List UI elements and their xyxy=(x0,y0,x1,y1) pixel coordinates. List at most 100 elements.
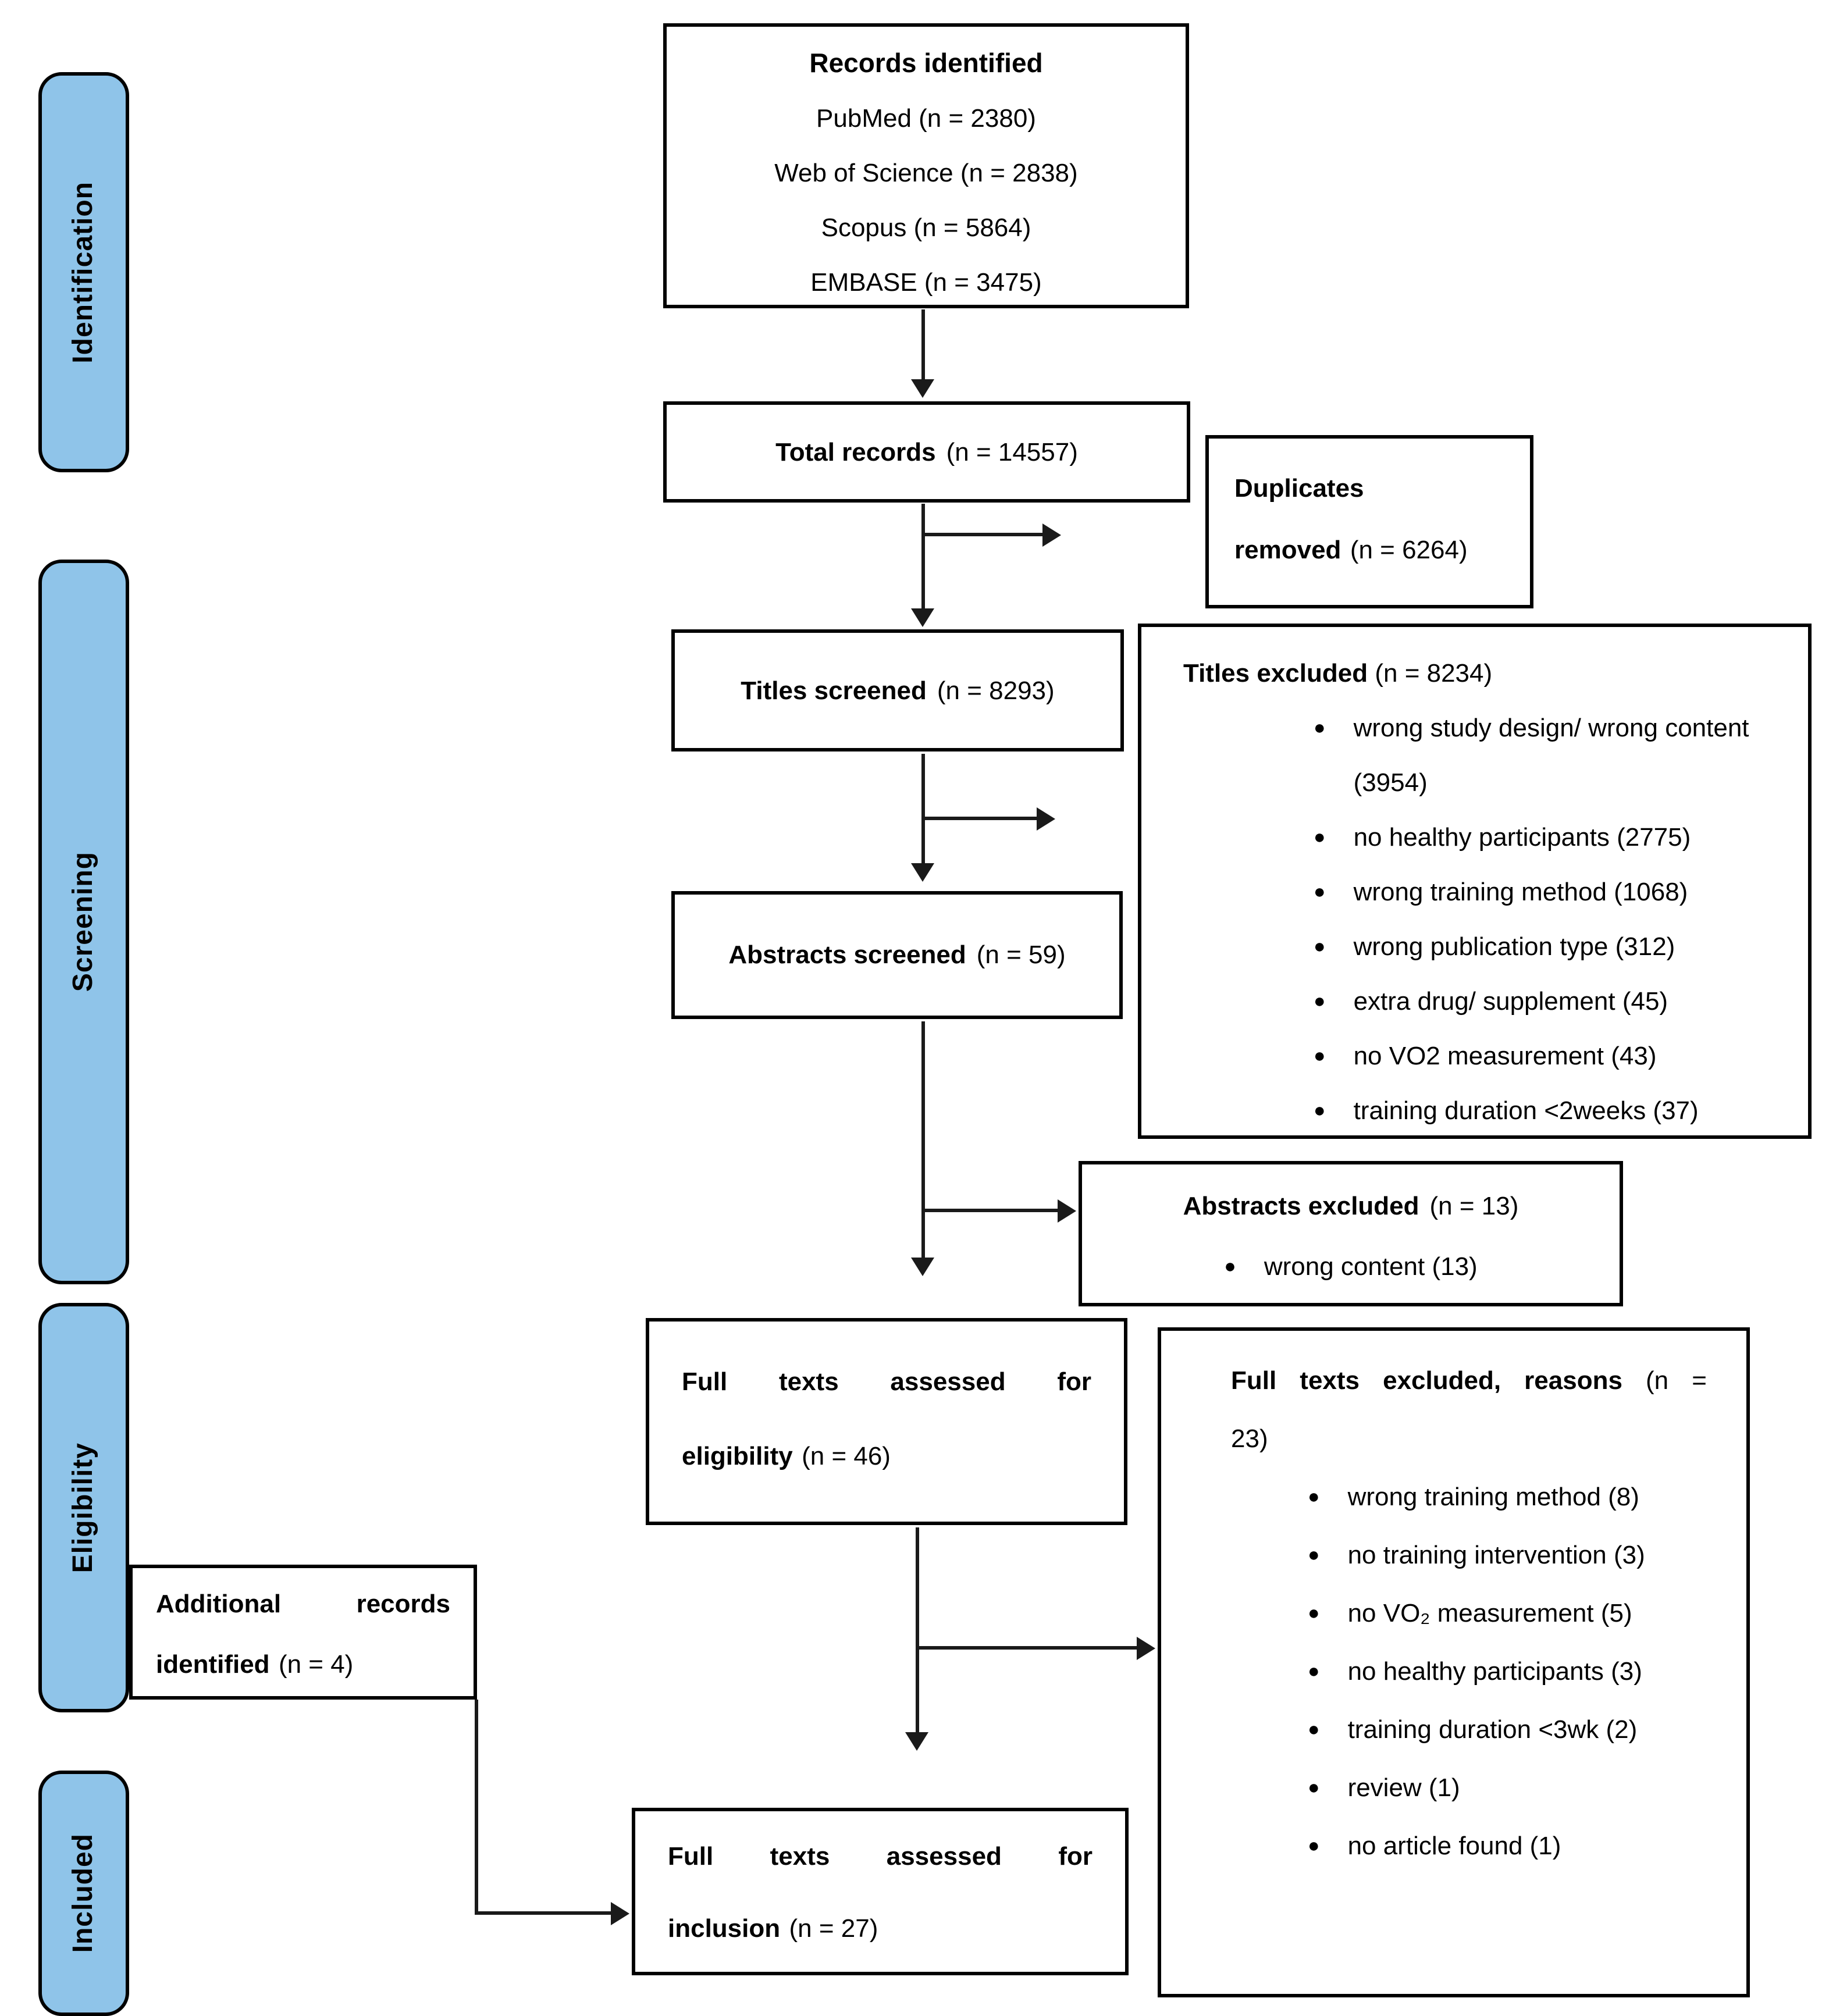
stage-eligibility: Eligibility xyxy=(38,1303,129,1712)
arrow-line xyxy=(921,533,1044,536)
arrow-line xyxy=(475,1911,613,1915)
exclusion-reason-item: ● review (1) xyxy=(1308,1759,1681,1817)
arrow-line xyxy=(921,504,925,611)
box-title-line2: 23) xyxy=(1231,1424,1268,1453)
exclusion-reason-item: ● no article found (1) xyxy=(1308,1817,1681,1875)
stage-label: Screening xyxy=(67,852,99,992)
exclusion-reason-text: review (1) xyxy=(1347,1773,1460,1802)
box-title-line2: identified(n = 4) xyxy=(156,1650,354,1679)
exclusion-reason-text: extra drug/ supplement (45) xyxy=(1353,986,1668,1016)
source-line: Web of Science (n = 2838) xyxy=(774,158,1078,187)
exclusion-reason-text: no VO2 measurement (43) xyxy=(1353,1041,1657,1070)
box-fulltexts-eligibility: Full texts assessed for eligibility(n = … xyxy=(646,1318,1127,1525)
exclusion-reason-item: ● training duration <2weeks (37) xyxy=(1314,1083,1778,1138)
exclusion-reason-item: ● no VO2 measurement (43) xyxy=(1314,1028,1778,1083)
box-title: Records identified xyxy=(809,48,1043,78)
exclusion-reason-text: no healthy participants (3) xyxy=(1347,1657,1642,1686)
box-title-line1: Additional records xyxy=(156,1589,450,1618)
arrow-down-icon xyxy=(911,1258,934,1276)
bullet-icon: ● xyxy=(1314,881,1326,903)
arrow-line xyxy=(921,1209,1060,1212)
arrow-right-icon xyxy=(1042,523,1061,547)
exclusion-reason-text: wrong content (13) xyxy=(1264,1252,1478,1281)
box-total-records: Total records (n = 14557) xyxy=(663,401,1190,503)
exclusion-reason-text: wrong publication type (312) xyxy=(1353,932,1675,961)
box-title-line2: eligibility(n = 46) xyxy=(682,1441,891,1470)
box-title: Total records (n = 14557) xyxy=(775,437,1078,466)
arrow-right-icon xyxy=(1058,1199,1076,1223)
exclusion-reason-item: ● wrong publication type (312) xyxy=(1314,919,1778,974)
exclusion-reason-item: ● no training intervention (3) xyxy=(1308,1526,1681,1584)
exclusion-reason-item: ● extra drug/ supplement (45) xyxy=(1314,974,1778,1028)
exclusion-reason-list: ● wrong content (13) xyxy=(1082,1237,1620,1297)
box-title-line1: Full texts assessed for xyxy=(682,1367,1091,1396)
exclusion-reason-text: training duration <3wk (2) xyxy=(1347,1715,1638,1744)
bullet-icon: ● xyxy=(1308,1660,1320,1682)
arrow-line xyxy=(916,1646,1139,1650)
arrow-down-icon xyxy=(905,1732,928,1751)
bullet-icon: ● xyxy=(1314,990,1326,1012)
exclusion-reason-item: ● no VO₂ measurement (5) xyxy=(1308,1584,1681,1643)
bullet-icon: ● xyxy=(1314,1099,1326,1121)
box-title-line2: removed(n = 6264) xyxy=(1234,535,1468,564)
stage-label: Identification xyxy=(67,181,99,364)
arrow-down-icon xyxy=(911,863,934,882)
stage-label: Included xyxy=(67,1833,99,1953)
arrow-right-icon xyxy=(1137,1637,1155,1660)
stage-label: Eligibility xyxy=(67,1442,99,1573)
exclusion-reason-item: ● wrong training method (1068) xyxy=(1314,864,1778,919)
box-title-line1: Full texts assessed for xyxy=(668,1842,1093,1871)
box-abstracts-excluded: Abstracts excluded (n = 13) ● wrong cont… xyxy=(1079,1161,1623,1306)
bullet-icon: ● xyxy=(1314,935,1326,957)
bullet-icon: ● xyxy=(1308,1835,1320,1857)
exclusion-reason-item: ● wrong training method (8) xyxy=(1308,1468,1681,1526)
arrow-right-icon xyxy=(611,1902,629,1925)
arrow-right-icon xyxy=(1037,807,1055,831)
box-title-line1: Duplicates xyxy=(1234,473,1364,503)
exclusion-reason-item: ● training duration <3wk (2) xyxy=(1308,1701,1681,1759)
box-title-line2: inclusion(n = 27) xyxy=(668,1914,878,1943)
exclusion-reason-item: ● wrong content (13) xyxy=(1082,1237,1620,1297)
exclusion-reason-item: ● wrong study design/ wrong content (395… xyxy=(1314,700,1778,810)
exclusion-reason-text: wrong training method (8) xyxy=(1347,1482,1639,1511)
arrow-line xyxy=(921,309,925,382)
bullet-icon: ● xyxy=(1308,1486,1320,1508)
box-title: Titles screened (n = 8293) xyxy=(741,675,1055,704)
box-title: Abstracts excluded (n = 13) xyxy=(1183,1191,1519,1220)
exclusion-reason-text: no healthy participants (2775) xyxy=(1353,822,1691,852)
arrow-down-icon xyxy=(911,379,934,398)
bullet-icon: ● xyxy=(1308,1718,1320,1740)
source-line: PubMed (n = 2380) xyxy=(816,104,1036,133)
source-line: EMBASE (n = 3475) xyxy=(810,268,1042,297)
exclusion-reason-text: wrong training method (1068) xyxy=(1353,877,1688,906)
exclusion-reason-list: ● wrong training method (8) ● no trainin… xyxy=(1308,1468,1681,1875)
box-title: Abstracts screened (n = 59) xyxy=(728,940,1066,969)
box-fulltexts-excluded: Full texts excluded, reasons (n = 23) ● … xyxy=(1158,1327,1750,1997)
stage-identification: Identification xyxy=(38,72,129,472)
arrow-line xyxy=(921,754,925,865)
box-title-line1: Full texts excluded, reasons (n = xyxy=(1231,1366,1707,1395)
exclusion-reason-text: no training intervention (3) xyxy=(1347,1540,1645,1569)
box-fulltexts-inclusion: Full texts assessed for inclusion(n = 27… xyxy=(632,1808,1129,1975)
box-abstracts-screened: Abstracts screened (n = 59) xyxy=(671,891,1123,1019)
bullet-icon: ● xyxy=(1308,1776,1320,1798)
bullet-icon: ● xyxy=(1314,717,1326,739)
bullet-icon: ● xyxy=(1224,1255,1236,1277)
box-titles-excluded: Titles excluded (n = 8234) ● wrong study… xyxy=(1138,624,1812,1139)
exclusion-reason-text: no VO₂ measurement (5) xyxy=(1347,1598,1632,1627)
arrow-down-icon xyxy=(911,608,934,627)
source-line: Scopus (n = 5864) xyxy=(821,213,1031,242)
bullet-icon: ● xyxy=(1308,1602,1320,1624)
arrow-line xyxy=(475,1700,478,1915)
exclusion-reason-item: ● no healthy participants (2775) xyxy=(1314,810,1778,864)
exclusion-reason-list: ● wrong study design/ wrong content (395… xyxy=(1314,700,1778,1138)
exclusion-reason-text: training duration <2weeks (37) xyxy=(1353,1096,1699,1125)
arrow-line xyxy=(921,1021,925,1260)
exclusion-reason-text: wrong study design/ wrong content (3954) xyxy=(1353,713,1749,797)
box-duplicates-removed: Duplicates removed(n = 6264) xyxy=(1205,435,1533,608)
exclusion-reason-text: no article found (1) xyxy=(1347,1831,1561,1860)
box-records-identified: Records identified PubMed (n = 2380) Web… xyxy=(663,23,1189,308)
bullet-icon: ● xyxy=(1308,1544,1320,1566)
bullet-icon: ● xyxy=(1314,826,1326,848)
arrow-line xyxy=(921,817,1038,820)
